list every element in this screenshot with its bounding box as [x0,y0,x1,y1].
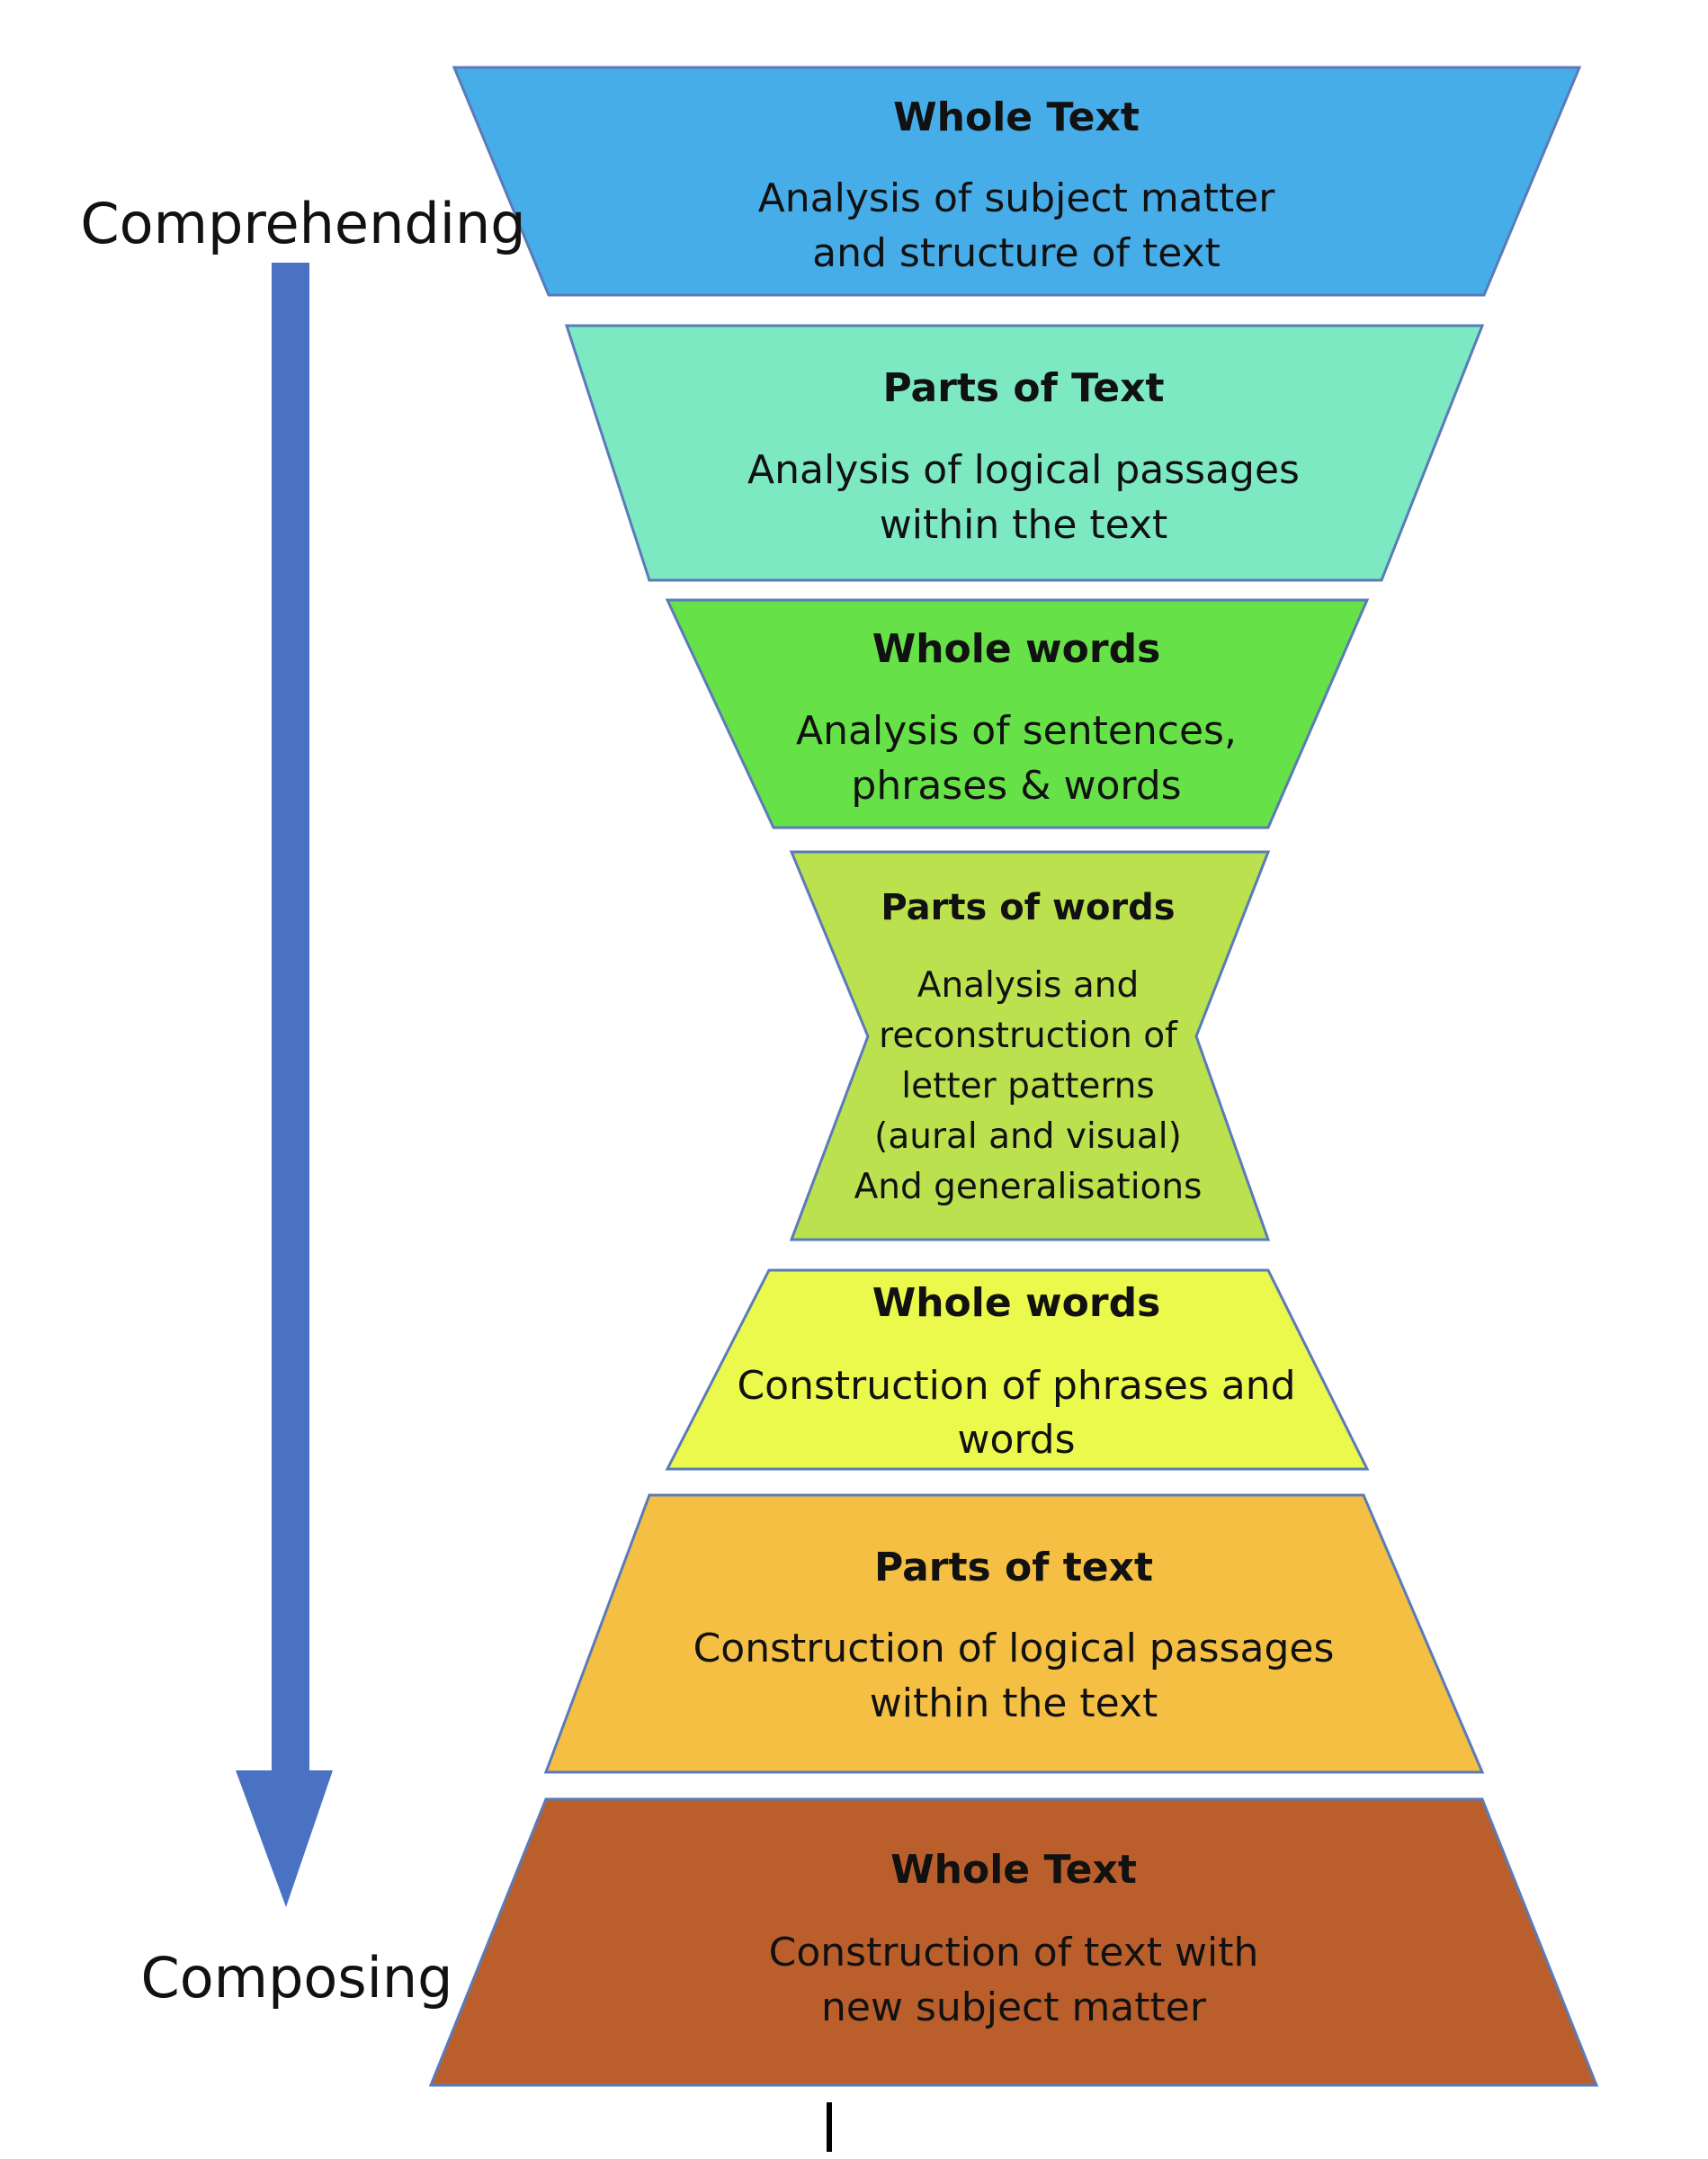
stage-description-line: Analysis of logical passages [747,447,1300,493]
stage-description-line: And generalisations [854,1167,1203,1207]
stage-title: Parts of words [881,887,1175,928]
stage-description-line: Construction of logical passages [693,1626,1335,1671]
stage-description-line: within the text [870,1680,1158,1726]
stage-title: Whole words [872,626,1161,672]
stage-shape [665,598,1370,829]
stage-description-line: letter patterns [901,1066,1154,1106]
comprehending-label: Comprehending [80,191,526,256]
stage-description-line: within the text [880,502,1167,548]
stage-description-line: phrases & words [851,763,1181,809]
stage-description-line: Construction of phrases and [737,1363,1295,1409]
stage-description-line: (aural and visual) [874,1116,1182,1157]
stage-description-line: words [957,1417,1075,1463]
stage-shape [428,1797,1599,2087]
stage-title: Whole words [872,1280,1161,1326]
stage-description-line: reconstruction of [879,1016,1178,1056]
arrow-head [236,1770,333,1907]
stage-shape [564,324,1485,582]
stage-description-line: Analysis of sentences, [796,708,1237,754]
stage-shape [452,66,1582,297]
stage-description-line: and structure of text [812,230,1221,276]
stage-description-line: Analysis and [917,965,1139,1006]
stage-shape [789,850,1271,1241]
composing-label: Composing [140,1945,453,2011]
stage-title: Parts of text [874,1545,1153,1590]
down-arrow [236,263,333,1907]
stage-title: Whole Text [893,94,1140,140]
arrow-shaft [272,263,309,1774]
stage-shape [665,1268,1370,1471]
stage-title: Parts of Text [882,365,1164,411]
stage-shape [543,1493,1485,1774]
stage-description-line: new subject matter [821,1984,1207,2030]
stage-description-line: Analysis of subject matter [758,175,1276,221]
stage-description-line: Construction of text with [769,1930,1259,1975]
stage-title: Whole Text [890,1847,1137,1893]
